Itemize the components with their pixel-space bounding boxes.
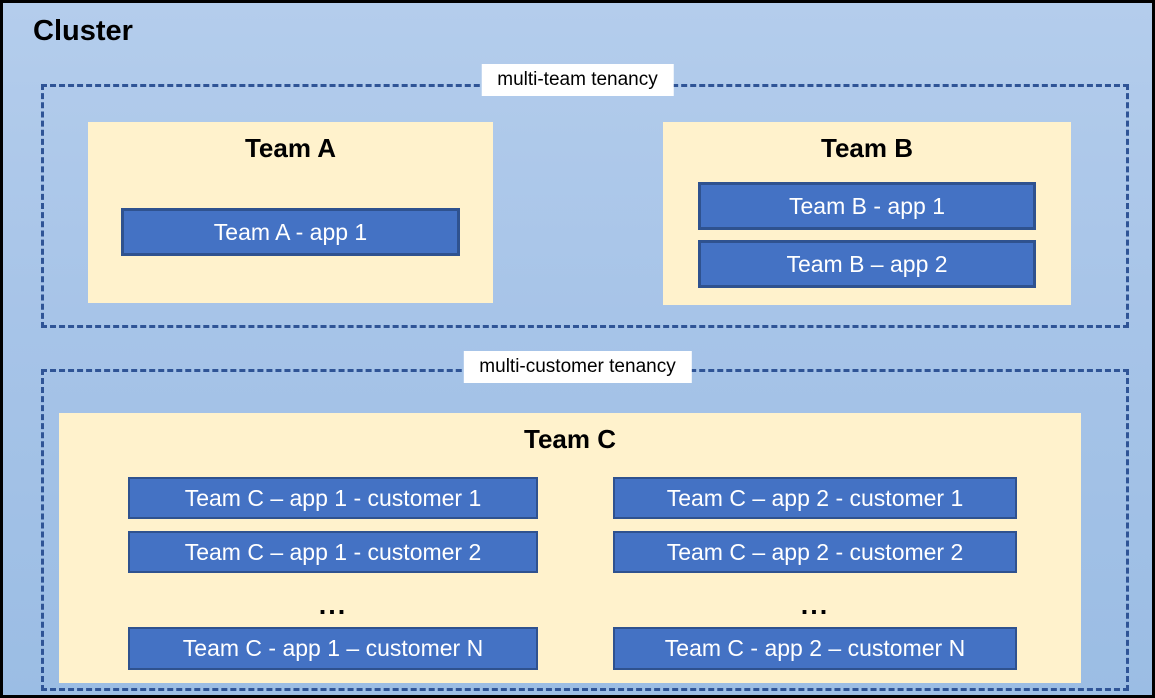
- team-c-app1-column: Team C – app 1 - customer 1 Team C – app…: [128, 477, 538, 670]
- team-b-app-2: Team B – app 2: [698, 240, 1036, 288]
- team-a-box: Team A Team A - app 1: [88, 122, 493, 303]
- team-c-app2-column: Team C – app 2 - customer 1 Team C – app…: [613, 477, 1017, 670]
- team-c-app2-customer1: Team C – app 2 - customer 1: [613, 477, 1017, 519]
- team-c-app1-ellipsis: ...: [318, 589, 348, 620]
- team-c-title: Team C: [524, 424, 616, 454]
- team-b-app-1: Team B - app 1: [698, 182, 1036, 230]
- team-b-title: Team B: [821, 133, 913, 163]
- team-c-app2-ellipsis: ...: [800, 589, 830, 620]
- team-c-box: Team C Team C – app 1 - customer 1 Team …: [59, 413, 1081, 683]
- cluster-title: Cluster: [33, 15, 133, 47]
- team-a-title: Team A: [244, 133, 337, 163]
- team-a-app-1: Team A - app 1: [121, 208, 460, 256]
- multi-team-tenancy-label: multi-team tenancy: [481, 64, 674, 96]
- team-c-app1-customer1: Team C – app 1 - customer 1: [128, 477, 538, 519]
- team-c-app2-customer2: Team C – app 2 - customer 2: [613, 531, 1017, 573]
- team-c-app1-customer2: Team C – app 1 - customer 2: [128, 531, 538, 573]
- team-c-app1-customerN: Team C - app 1 – customer N: [128, 627, 538, 670]
- team-b-box: Team B Team B - app 1 Team B – app 2: [663, 122, 1071, 305]
- multi-customer-tenancy-label: multi-customer tenancy: [463, 351, 692, 383]
- team-c-app2-customerN: Team C - app 2 – customer N: [613, 627, 1017, 670]
